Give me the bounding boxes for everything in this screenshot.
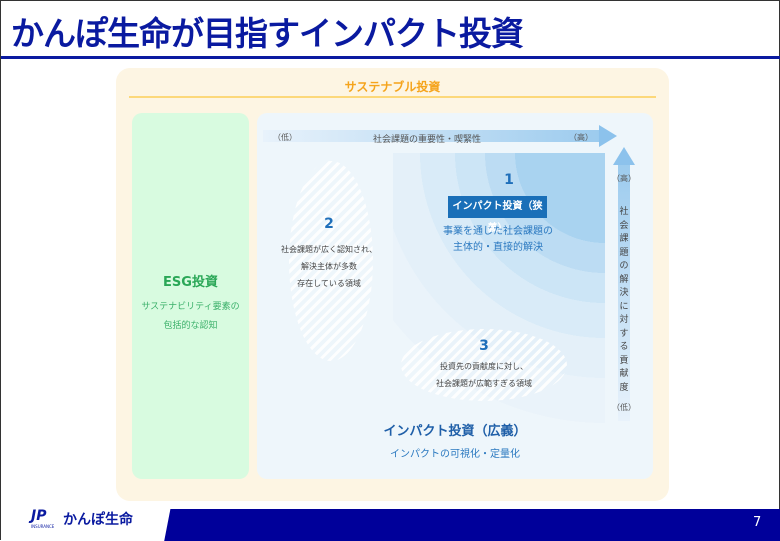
esg-panel	[132, 113, 249, 479]
region-1-desc: 主体的・直接的解決	[453, 242, 543, 253]
title-rule	[1, 56, 780, 59]
y-axis-arrow	[618, 163, 630, 421]
esg-sub-line: サステナビリティ要素の	[141, 302, 240, 312]
narrow-impact-box: インパクト投資（狭義）	[448, 196, 547, 234]
region-3-desc: 投資先の貢献度に対し、	[440, 362, 528, 371]
footer-logo-area	[1, 506, 171, 541]
company-name: かんぽ生命	[63, 512, 133, 528]
logo-sub: INSURANCE	[31, 524, 55, 529]
region-3-desc: 社会課題が広範すぎる領域	[436, 379, 532, 388]
esg-sub-line: 包括的な認知	[163, 321, 218, 331]
x-high-label: （高）	[569, 133, 593, 142]
region-3-ellipse	[401, 329, 567, 401]
region-3-number: 3	[479, 338, 489, 354]
region-2-desc: 社会課題が広く認知され、	[280, 245, 378, 254]
x-arrow-head-icon	[599, 125, 617, 147]
region-2-number: 2	[324, 216, 334, 232]
esg-title: ESG投資	[163, 275, 218, 290]
y-arrow-head-icon	[613, 147, 635, 165]
y-axis-label: 社会課題の解決に対する貢献度	[619, 207, 629, 393]
sustainable-investment-label: サステナブル投資	[344, 80, 441, 94]
region-1-number: 1	[504, 172, 514, 188]
x-low-label: （低）	[273, 133, 297, 142]
region-1-desc: 事業を通じた社会課題の	[443, 226, 553, 237]
y-low-label: （低）	[612, 403, 636, 412]
page-title: かんぽ生命が目指すインパクト投資	[11, 14, 524, 53]
x-axis-label: 社会課題の重要性・喫緊性	[373, 135, 482, 145]
x-axis-arrow	[263, 130, 601, 142]
sustainable-rule	[129, 96, 656, 98]
y-high-label: （高）	[612, 174, 636, 183]
region-2-desc: 解決主体が多数	[301, 262, 357, 271]
jp-logo-icon: JP	[31, 508, 47, 524]
broad-impact-sub: インパクトの可視化・定量化	[390, 449, 520, 460]
broad-impact-title: インパクト投資（広義）	[383, 424, 527, 439]
page-number: 7	[753, 515, 762, 530]
impact-panel	[257, 113, 653, 479]
region-2-ellipse	[289, 161, 373, 361]
region-2-desc: 存在している領域	[297, 279, 361, 288]
